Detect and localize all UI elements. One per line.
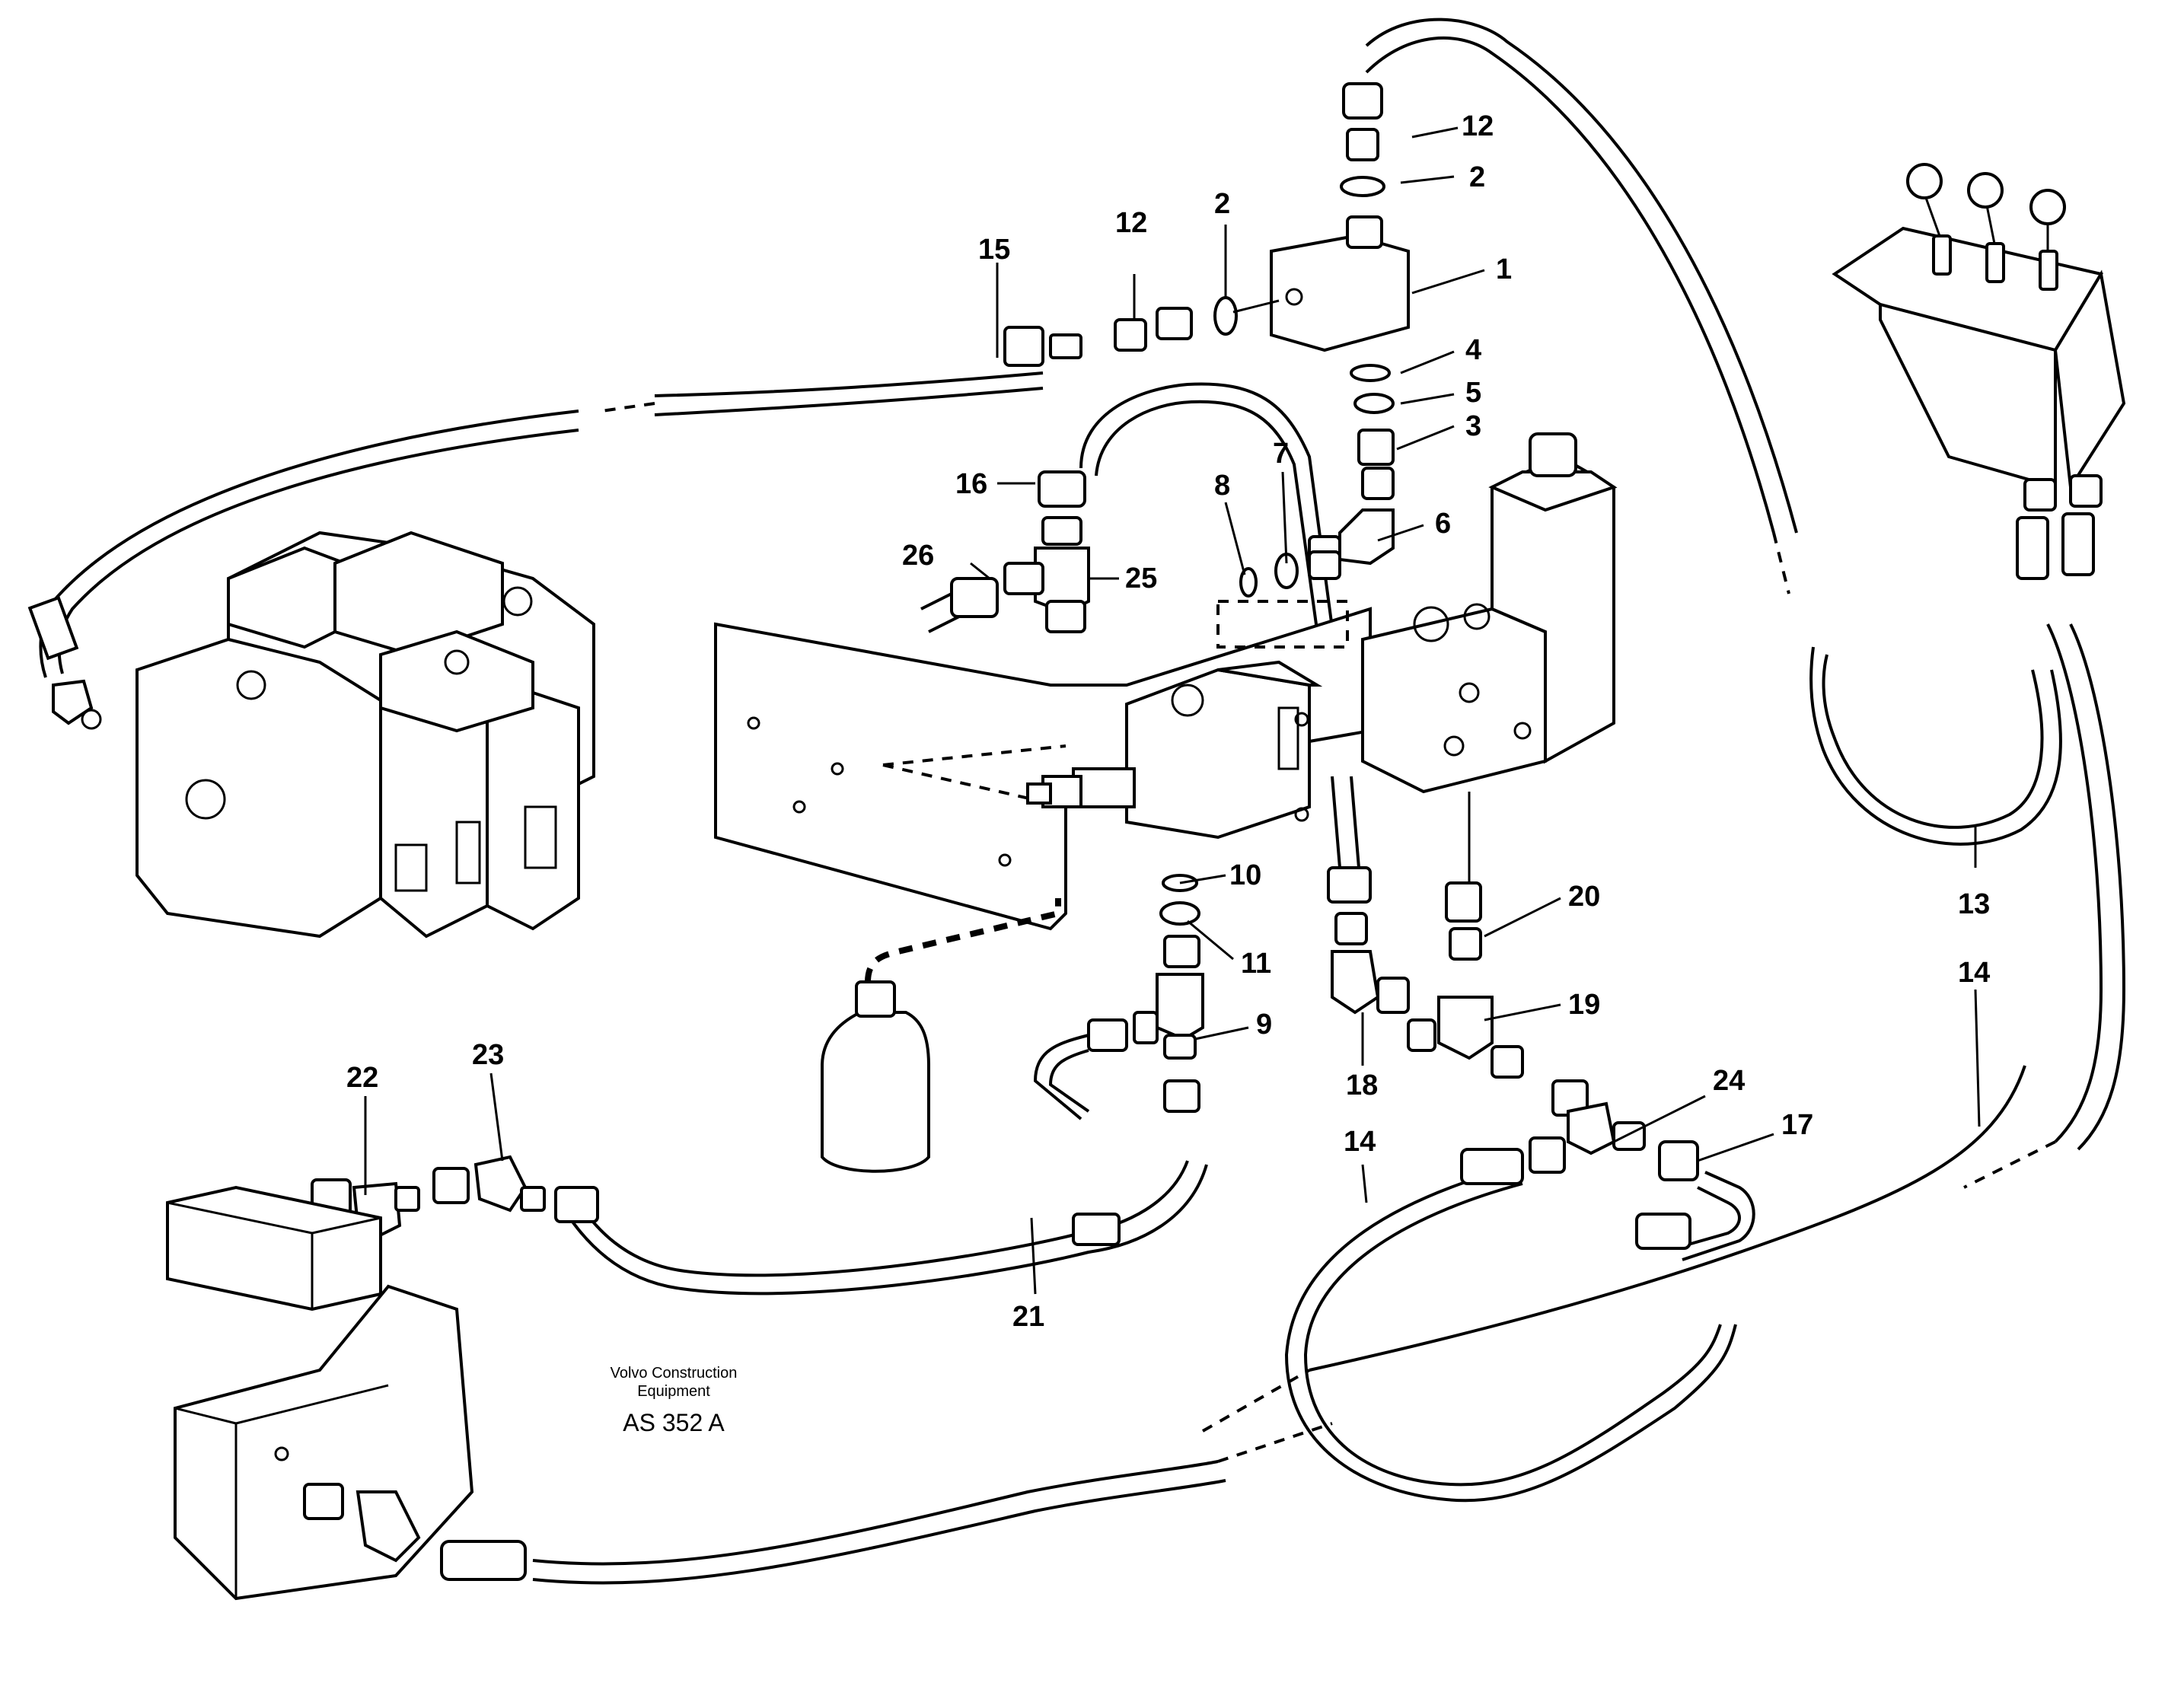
accumulator bbox=[821, 898, 1061, 1173]
fitting-cluster-lower bbox=[1033, 874, 1204, 1120]
callout-14a: 14 bbox=[1958, 957, 1990, 989]
pilot-valve bbox=[1361, 432, 1618, 883]
callout-2a: 2 bbox=[1469, 161, 1485, 193]
hoses bbox=[39, 18, 2126, 1585]
callout-7: 7 bbox=[1273, 438, 1289, 470]
fitting-cluster-center bbox=[920, 470, 1341, 633]
callout-5: 5 bbox=[1465, 377, 1481, 409]
callout-24: 24 bbox=[1713, 1065, 1745, 1097]
joystick-unit bbox=[1832, 163, 2126, 580]
solenoid-valve-block bbox=[1026, 660, 1323, 840]
callout-4: 4 bbox=[1465, 334, 1481, 366]
callout-19: 19 bbox=[1568, 989, 1600, 1021]
callout-17: 17 bbox=[1781, 1109, 1813, 1141]
callout-16: 16 bbox=[955, 468, 987, 500]
valve-bank bbox=[27, 531, 595, 939]
lower-left-units bbox=[166, 1185, 527, 1601]
fitting-cluster-left bbox=[311, 1155, 1121, 1246]
fitting-row-top bbox=[1003, 296, 1280, 367]
callout-10: 10 bbox=[1229, 859, 1261, 891]
callout-12a: 12 bbox=[1462, 110, 1494, 142]
caption: Volvo Construction Equipment AS 352 A bbox=[611, 1365, 738, 1436]
callout-25: 25 bbox=[1125, 563, 1157, 594]
callout-14b: 14 bbox=[1344, 1126, 1376, 1158]
callout-11: 11 bbox=[1241, 948, 1271, 980]
callout-8: 8 bbox=[1214, 470, 1230, 502]
caption-line-1: Volvo Construction bbox=[611, 1365, 738, 1382]
callout-22: 22 bbox=[346, 1062, 378, 1094]
callout-26: 26 bbox=[902, 540, 934, 572]
callout-12b: 12 bbox=[1115, 207, 1147, 239]
caption-code: AS 352 A bbox=[623, 1409, 725, 1436]
callout-6: 6 bbox=[1435, 508, 1451, 540]
callout-20: 20 bbox=[1568, 881, 1600, 913]
callout-9: 9 bbox=[1256, 1009, 1272, 1041]
callout-21: 21 bbox=[1012, 1301, 1044, 1333]
callout-18: 18 bbox=[1346, 1069, 1378, 1101]
callout-1: 1 bbox=[1496, 253, 1512, 285]
caption-line-2: Equipment bbox=[637, 1383, 710, 1400]
leader-lines bbox=[364, 126, 1981, 1295]
callout-2b: 2 bbox=[1214, 188, 1230, 220]
callouts: 1 2 2 3 4 5 6 7 8 9 10 11 12 12 13 14 14… bbox=[346, 110, 1990, 1333]
callout-3: 3 bbox=[1465, 410, 1481, 442]
fitting-cluster-right bbox=[1327, 866, 1699, 1250]
callout-15: 15 bbox=[978, 234, 1010, 266]
callout-13: 13 bbox=[1958, 888, 1990, 920]
top-block bbox=[1270, 82, 1410, 569]
callout-23: 23 bbox=[472, 1039, 504, 1071]
